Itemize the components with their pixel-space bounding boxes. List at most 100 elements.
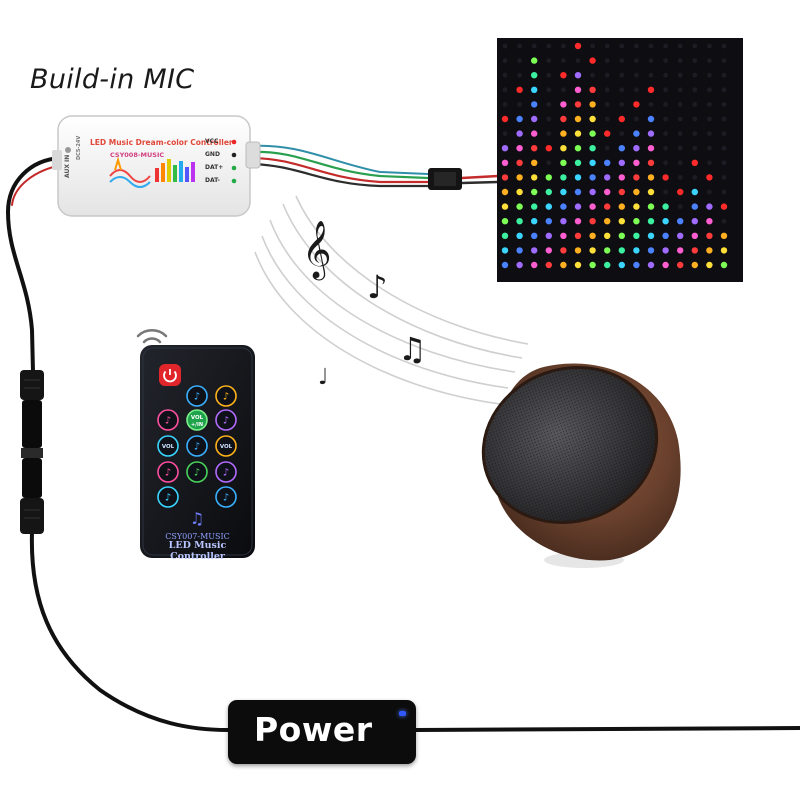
led-dot [618,115,625,123]
led-dot [589,57,596,64]
led-dot [618,188,625,196]
led-dot [574,115,582,123]
controller-model: CSY008-MUSIC [110,151,165,159]
led-dot [560,188,567,196]
led-dot [663,189,668,195]
led-dot [561,87,566,93]
led-dot [604,116,610,122]
led-dot [560,261,567,269]
led-dot [677,58,683,63]
led-dot [604,247,611,254]
led-dot [545,203,552,210]
remote-button[interactable] [186,461,208,483]
led-dot [720,203,728,210]
led-dot [692,72,698,78]
led-dot [590,72,595,78]
remote-button[interactable] [186,409,208,431]
led-dot [707,189,712,195]
led-dot [633,130,640,137]
led-dot [531,247,538,254]
led-dot [647,115,655,123]
led-dot [560,72,567,79]
led-dot [677,131,683,137]
led-dot [589,261,596,269]
led-dot [545,188,552,196]
led-dot [560,203,567,210]
led-dot [648,58,654,63]
led-dot [706,203,713,210]
led-dot [574,218,582,225]
led-dot [560,115,567,123]
remote-button[interactable] [157,409,179,431]
music-note-icon: ♪ [367,268,387,306]
led-dot [663,43,668,49]
led-dot [677,204,683,210]
remote-brand: CSY007-MUSIC [165,532,230,541]
led-dot [677,218,684,225]
led-dot [501,218,509,225]
led-dot [691,261,698,269]
led-dot [516,159,523,166]
led-dot [677,188,684,196]
led-dot [589,130,596,137]
led-dot [516,232,523,239]
led-dot [501,188,509,196]
led-dot [574,159,582,166]
remote-button[interactable] [215,385,237,407]
led-dot [707,131,712,137]
led-dot [604,261,611,269]
led-dot [560,159,567,166]
remote-button[interactable] [215,409,237,431]
led-dot [502,102,508,107]
led-dot [546,43,552,49]
led-dot [707,116,712,122]
led-dot [619,102,625,107]
music-note-icon: ♪ [194,468,200,479]
led-dot [589,86,596,94]
led-dot [531,86,538,94]
led-dot [502,58,508,63]
music-note-icon: ♪ [194,392,200,403]
led-dot [501,247,509,254]
led-dot [604,130,611,137]
remote-vol-label: VOL [162,444,175,450]
remote-button[interactable] [215,486,237,508]
led-dot [663,145,668,151]
led-dot [516,188,523,196]
remote-button[interactable] [157,461,179,483]
led-dot [531,159,538,166]
led-dot [517,43,522,49]
led-dot [560,174,567,181]
remote-button[interactable] [215,435,237,457]
led-dot [633,188,640,196]
equalizer-logo [109,156,195,188]
led-dot [589,232,596,239]
led-dot [604,159,611,166]
led-dot [633,203,640,210]
led-dot [516,261,523,269]
led-dot [663,131,668,137]
led-dot [531,101,538,108]
remote-vol-label: VOL [220,444,233,450]
sound-waves [254,195,529,405]
led-dot [707,102,712,107]
remote-button[interactable] [186,435,208,457]
led-dot [545,174,552,181]
remote-button[interactable] [157,435,179,457]
remote-button[interactable] [157,486,179,508]
controller-title: LED Music Dream-color Controller [90,138,233,147]
led-dot [707,160,712,166]
led-dot [546,160,552,166]
remote-button[interactable] [186,385,208,407]
led-dot [590,43,595,49]
led-dot [692,102,698,107]
led-dot [618,159,625,166]
led-dot [618,174,625,181]
led-dot [501,174,509,181]
remote-button[interactable] [215,461,237,483]
led-dot [707,43,712,49]
dc-barrel-connector [20,370,44,534]
led-dot [618,218,625,225]
led-dot [516,247,523,254]
led-dot [501,232,509,239]
